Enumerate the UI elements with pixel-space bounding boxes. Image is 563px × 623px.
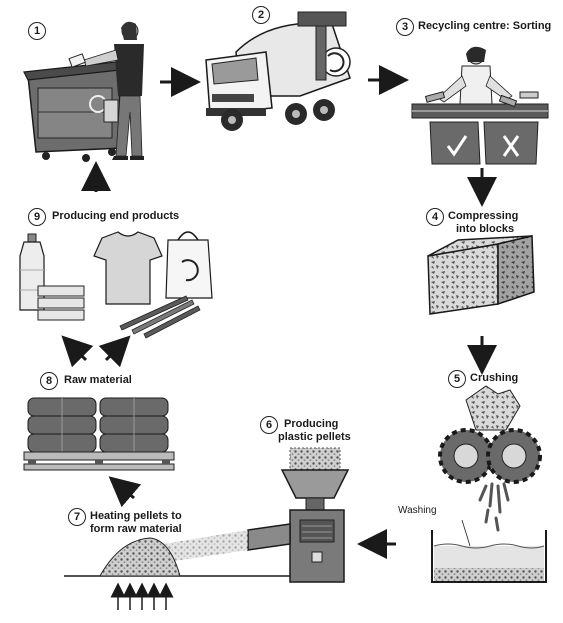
washing-label: Washing	[398, 505, 437, 516]
step-5-label: Crushing	[470, 372, 519, 384]
cross-icon	[502, 135, 520, 157]
step-7-label-line2: form raw material	[90, 523, 182, 535]
step-7-number: 7	[68, 508, 86, 526]
step-9-number: 9	[28, 208, 46, 226]
water-tank-icon	[431, 519, 547, 583]
step-8-number: 8	[40, 372, 58, 390]
pallet-icon	[23, 397, 175, 471]
truck-icon	[205, 11, 351, 131]
container-icon	[37, 285, 85, 321]
step-3-label: Recycling centre: Sorting	[418, 20, 552, 32]
tshirt-icon	[93, 231, 163, 305]
step-4-label-line1: Compressing	[448, 210, 519, 222]
raw-pile	[99, 537, 181, 577]
arrow-8-9b	[98, 335, 131, 368]
crusher-gear-icon	[438, 385, 542, 532]
step-4-label-line2: into blocks	[456, 223, 515, 235]
arrow-7-8	[108, 476, 142, 508]
step-4-number: 4	[426, 208, 444, 226]
step-8-label: Raw material	[64, 374, 132, 386]
step-5-number: 5	[448, 370, 466, 388]
step-6-label-line2: plastic pellets	[278, 431, 351, 443]
step-7-label-line1: Heating pellets to	[90, 510, 182, 522]
recycle-bin-icon	[23, 61, 123, 162]
step-6-label-line1: Producing	[284, 418, 339, 430]
hopper-icon	[280, 447, 350, 511]
flow-arrows	[61, 65, 497, 559]
step-2-number: 2	[252, 6, 270, 24]
step-1-number: 1	[28, 22, 46, 40]
bag-icon	[165, 231, 213, 299]
cube-icon	[427, 235, 535, 315]
check-icon	[446, 135, 468, 157]
arrow-8-9a	[61, 335, 94, 368]
step-3-number: 3	[396, 18, 414, 36]
person-figure	[68, 21, 144, 160]
step-6-number: 6	[260, 416, 278, 434]
pencil-icon	[119, 295, 201, 339]
heat-icon	[110, 582, 174, 610]
step-9-label: Producing end products	[52, 210, 180, 222]
conveyor-icon	[411, 46, 549, 165]
